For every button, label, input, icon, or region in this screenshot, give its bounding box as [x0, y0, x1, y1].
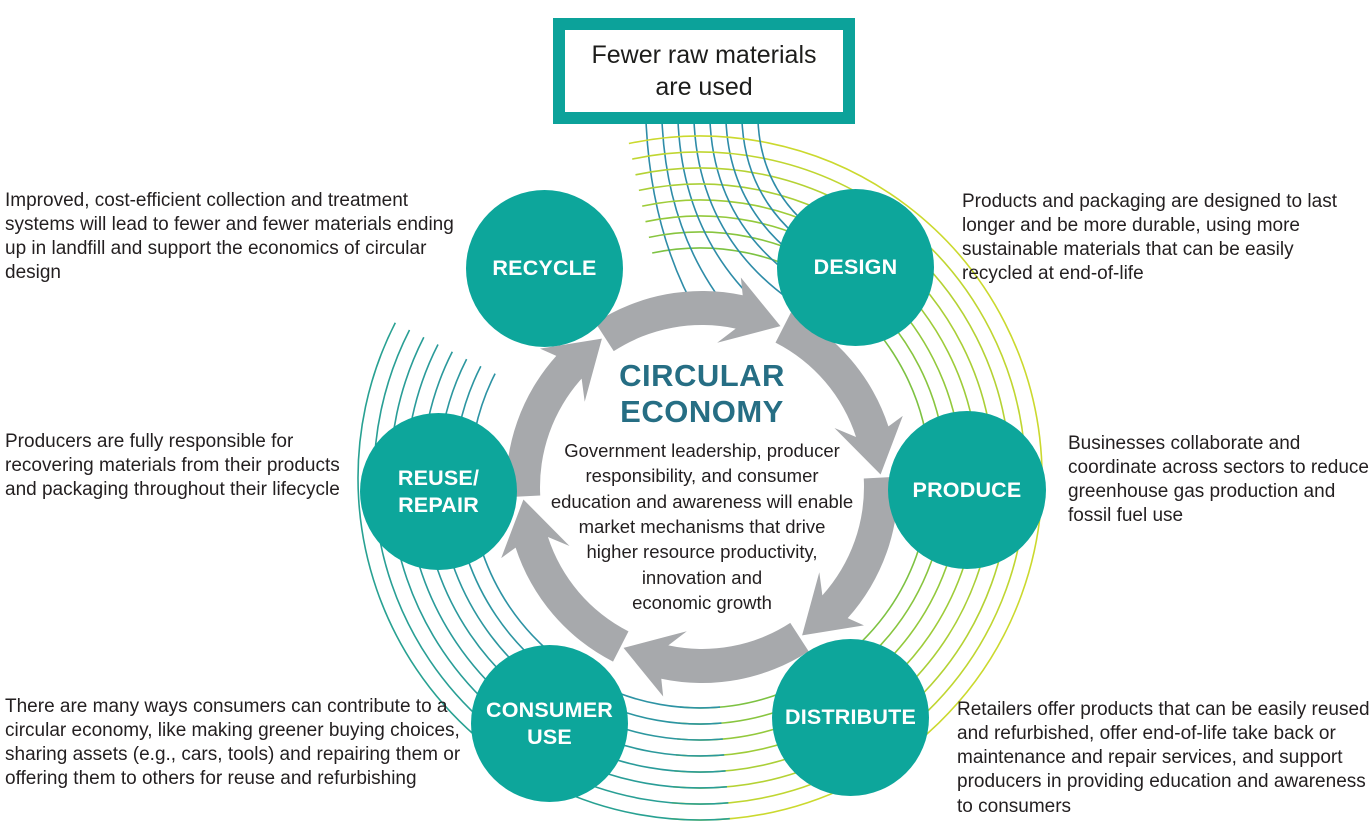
node-design: DESIGN	[777, 189, 934, 346]
recycle-description: Improved, cost-efficient collection and …	[5, 190, 454, 284]
node-recycle-label: RECYCLE	[492, 256, 597, 281]
title-box: Fewer raw materials are used	[553, 18, 855, 124]
center-title: CIRCULAR ECONOMY	[619, 358, 785, 429]
node-recycle: RECYCLE	[466, 190, 623, 347]
node-reuse-repair-label: REUSE/ REPAIR	[397, 465, 480, 517]
arc-line	[373, 329, 729, 805]
node-consumer-use: CONSUMER USE	[471, 645, 628, 802]
node-consumer-use-label: CONSUMER USE	[485, 697, 614, 749]
arc-line	[357, 322, 730, 821]
center-description: Government leadership, producer responsi…	[550, 440, 854, 614]
circular-arrows-ring	[501, 277, 903, 697]
node-distribute-label: DISTRIBUTE	[785, 705, 916, 730]
arc-line	[693, 120, 791, 301]
produce-description: Businesses collaborate and coordinate ac…	[1068, 433, 1369, 527]
consumer-use-description: There are many ways consumers can contri…	[5, 696, 461, 790]
node-produce: PRODUCE	[888, 411, 1046, 569]
center-disc	[534, 319, 870, 655]
design-description: Products and packaging are designed to l…	[962, 191, 1337, 285]
cycle-arrow	[595, 277, 781, 352]
cycle-arrow	[802, 476, 898, 636]
reuse-repair-description: Producers are fully responsible for reco…	[5, 431, 340, 501]
distribute-description: Retailers offer products that can be eas…	[957, 699, 1369, 817]
node-produce-label: PRODUCE	[912, 477, 1022, 502]
cycle-arrow	[506, 338, 602, 498]
title-box-text: Fewer raw materials are used	[591, 41, 817, 101]
cycle-arrow	[775, 312, 903, 475]
cycle-arrow	[501, 499, 629, 662]
cycle-arrow	[623, 622, 809, 697]
arc-line	[677, 120, 761, 307]
node-design-label: DESIGN	[813, 255, 898, 280]
node-reuse-repair: REUSE/ REPAIR	[360, 413, 517, 570]
node-distribute: DISTRIBUTE	[772, 639, 929, 796]
